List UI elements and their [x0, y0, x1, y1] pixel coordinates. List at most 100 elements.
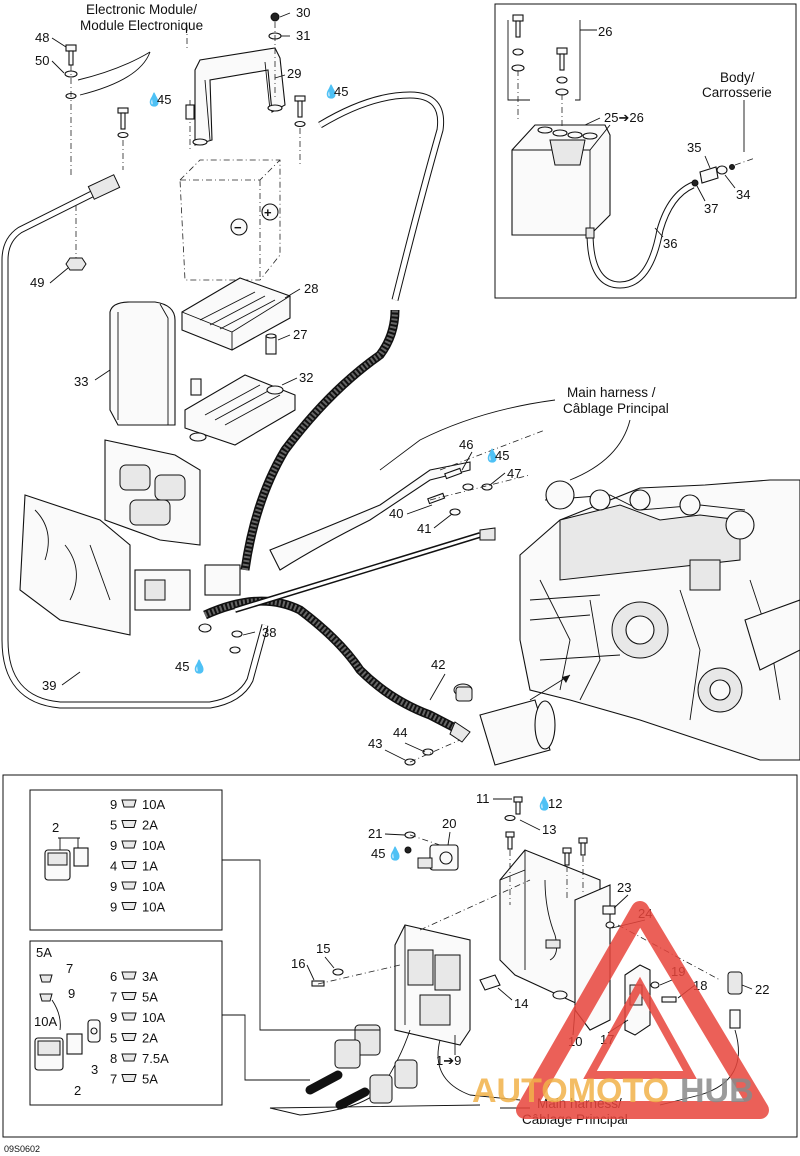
starter-arrow: [529, 674, 571, 701]
nut-49: [65, 205, 87, 271]
fuse-row-amperage: 2A: [142, 1031, 158, 1046]
fasteners-40-47: [427, 429, 546, 516]
sensor-20: [404, 831, 459, 871]
fuse-row-number: 7: [110, 1072, 117, 1087]
callout-43: 43: [368, 736, 382, 751]
watermark-text-a: AUTOMOTO: [472, 1072, 669, 1110]
fuse1-leader: [222, 859, 380, 1031]
callout-45-bottom: 45: [371, 846, 385, 861]
fuse-icon: [121, 1033, 137, 1041]
callout-1to9: 1➔9: [436, 1053, 461, 1068]
callout-16: 16: [291, 956, 305, 971]
callout-41: 41: [417, 521, 431, 536]
callout-30: 30: [296, 5, 310, 20]
fuse-row-amperage: 10A: [142, 797, 165, 812]
inset-bolts-26: [507, 14, 597, 128]
callout-28: 28: [304, 281, 318, 296]
fasteners-38: [198, 623, 256, 654]
bottom-section-frame: [2, 774, 798, 1138]
callout-29: 29: [287, 66, 301, 81]
fuse-box-2-top-amp: 5A: [36, 945, 52, 960]
callout-45d: 45: [175, 659, 189, 674]
callout-26: 26: [598, 24, 612, 39]
washers-43-44: [404, 739, 461, 766]
ecm-mount-plate: [19, 439, 201, 636]
body-label-fr: Carrosserie: [702, 85, 772, 100]
fuse-icon: [121, 1053, 137, 1062]
fuse-row-amperage: 10A: [142, 838, 165, 853]
callout-33: 33: [74, 374, 88, 389]
main-harness-label-en: Main harness /: [567, 385, 656, 400]
callout-11: 11: [476, 791, 490, 806]
harness-sleeve: [269, 461, 471, 571]
fuse-row-amperage: 1A: [142, 859, 158, 874]
fuse-row-amperage: 5A: [142, 990, 158, 1005]
callout-50: 50: [35, 53, 49, 68]
clip-14: [479, 974, 501, 991]
diagram-code: 09S0602: [4, 1144, 40, 1154]
starter-motor: [453, 683, 556, 766]
fuse-box-2-callout-9: 9: [68, 986, 75, 1001]
battery-tray-28: [181, 277, 291, 351]
callout-48: 48: [35, 30, 49, 45]
callout-13: 13: [542, 822, 556, 837]
bolt-45b: [294, 95, 306, 165]
callout-46: 46: [459, 437, 473, 452]
callout-21: 21: [368, 826, 382, 841]
solenoid-block: [134, 564, 241, 611]
bolt-45a: [117, 107, 129, 170]
svg-text:−: −: [234, 220, 242, 235]
callout-44: 44: [393, 725, 407, 740]
callout-12: 12: [548, 796, 562, 811]
fuse-icon: [121, 1074, 137, 1082]
fuse-row-number: 9: [110, 900, 117, 915]
watermark-logo: [516, 901, 769, 1119]
fuse-icon: [121, 840, 137, 849]
fuse-row-number: 8: [110, 1051, 117, 1066]
module-leader-line: [79, 51, 151, 96]
fuse2-leader: [222, 1014, 310, 1081]
battery-positive-cable: [240, 91, 445, 571]
inset-battery: [511, 124, 611, 236]
electronic-module-label-fr: Module Electronique: [80, 18, 203, 33]
fuse-row-number: 6: [110, 969, 117, 984]
ground-cable: [234, 527, 496, 613]
callout-23: 23: [617, 880, 631, 895]
fuse-box-2-callout-7: 7: [66, 961, 73, 976]
callout-22: 22: [755, 982, 769, 997]
lube-icon-45-bottom: 💧: [387, 846, 403, 861]
callout-32: 32: [299, 370, 313, 385]
engine-block: [519, 479, 800, 761]
fuse-box-2-frame: [29, 940, 223, 1106]
callout-42: 42: [431, 657, 445, 672]
callout-20: 20: [442, 816, 456, 831]
callout-14: 14: [514, 996, 528, 1011]
fuse-row-amperage: 10A: [142, 879, 165, 894]
callout-45b: 45: [334, 84, 348, 99]
callout-36: 36: [663, 236, 677, 251]
svg-text:+: +: [264, 205, 272, 220]
fuse-icon: [121, 861, 137, 869]
callout-45c: 45: [495, 448, 509, 463]
fuse-row-number: 9: [110, 838, 117, 853]
main-harness-label-fr: Câblage Principal: [563, 401, 669, 416]
fuse-row-number: 9: [110, 797, 117, 812]
callout-34: 34: [736, 187, 750, 202]
fuse-icon: [121, 971, 137, 980]
lube-icon-45b: 💧: [323, 84, 339, 99]
fuse-box-2-drawing: [34, 974, 101, 1071]
electronic-module-label-en: Electronic Module/: [86, 2, 197, 17]
fuse-icon: [121, 881, 137, 890]
fuse-row-number: 5: [110, 1031, 117, 1046]
fuse-box-2-callout-2: 2: [74, 1083, 81, 1098]
lube-icon-45d: 💧: [191, 659, 207, 674]
callout-45a: 45: [157, 92, 171, 107]
callout-39: 39: [42, 678, 56, 693]
fuse-row-amperage: 3A: [142, 969, 158, 984]
fuse-box-2-mid-amp: 10A: [34, 1014, 57, 1029]
main-harness-leader-2: [569, 419, 631, 481]
